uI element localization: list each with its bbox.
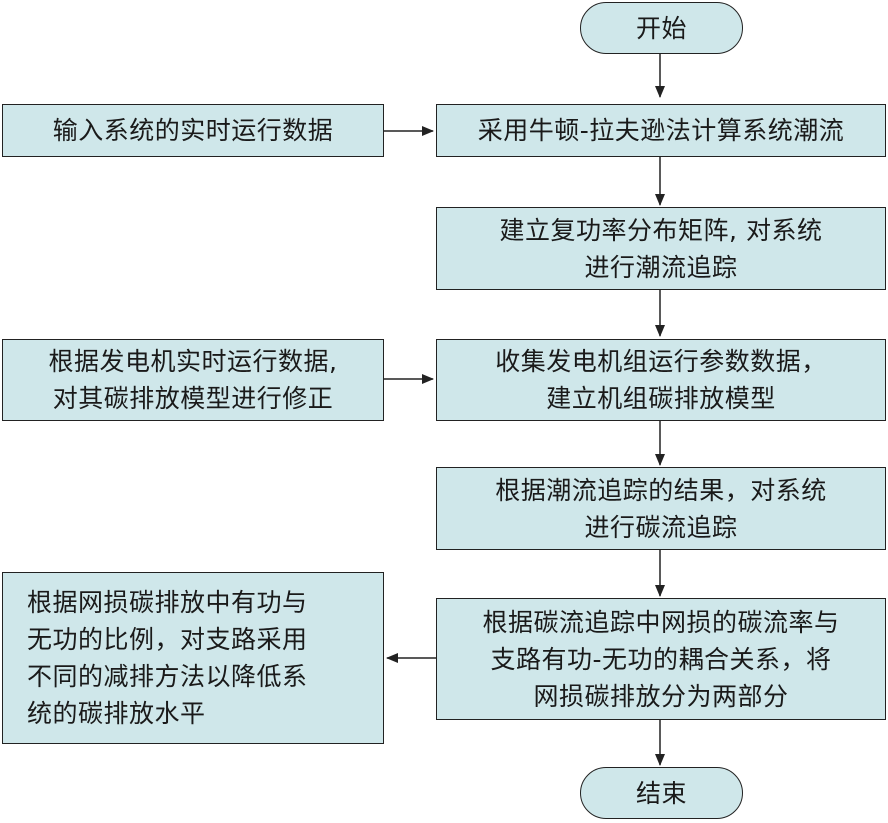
- model-correction-box: 根据发电机实时运行数据, 对其碳排放模型进行修正: [2, 339, 384, 421]
- newton-raphson-box: 采用牛顿-拉夫逊法计算系统潮流: [436, 104, 886, 157]
- network-loss-split-box: 根据碳流追踪中网损的碳流率与 支路有功-无功的耦合关系，将 网损碳排放分为两部分: [436, 598, 886, 720]
- end-terminal: 结束: [580, 767, 743, 819]
- emission-reduction-box: 根据网损碳排放中有功与 无功的比例，对支路采用 不同的减排方法以降低系 统的碳排…: [2, 572, 384, 744]
- collect-generator-params-box: 收集发电机组运行参数数据， 建立机组碳排放模型: [436, 339, 886, 421]
- power-distribution-matrix-box: 建立复功率分布矩阵, 对系统 进行潮流追踪: [436, 207, 886, 290]
- carbon-flow-tracing-box: 根据潮流追踪的结果，对系统 进行碳流追踪: [436, 467, 886, 550]
- start-terminal: 开始: [580, 2, 743, 54]
- input-realtime-data-box: 输入系统的实时运行数据: [2, 104, 384, 157]
